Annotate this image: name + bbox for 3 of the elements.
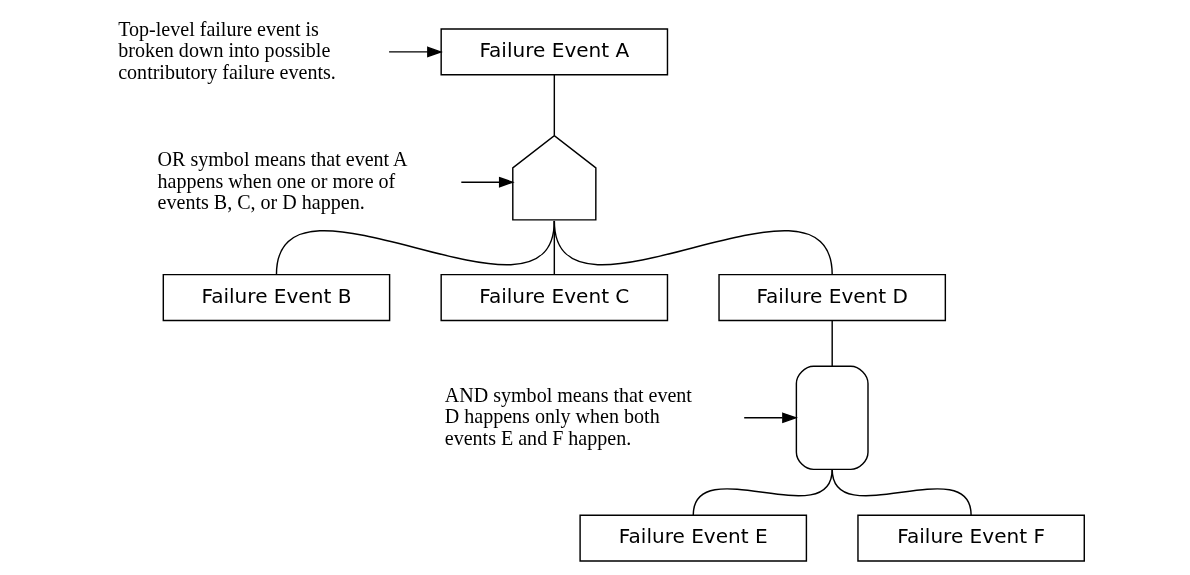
node-text: OR symbol means that event A happens when one or more of events B, C, or D happen. [157, 148, 408, 214]
node-text: Top-level failure event is broken down into possible contributory failure events. [117, 17, 336, 83]
node-text: AND symbol means that event D happens only when both events E and F happen. [444, 383, 692, 449]
